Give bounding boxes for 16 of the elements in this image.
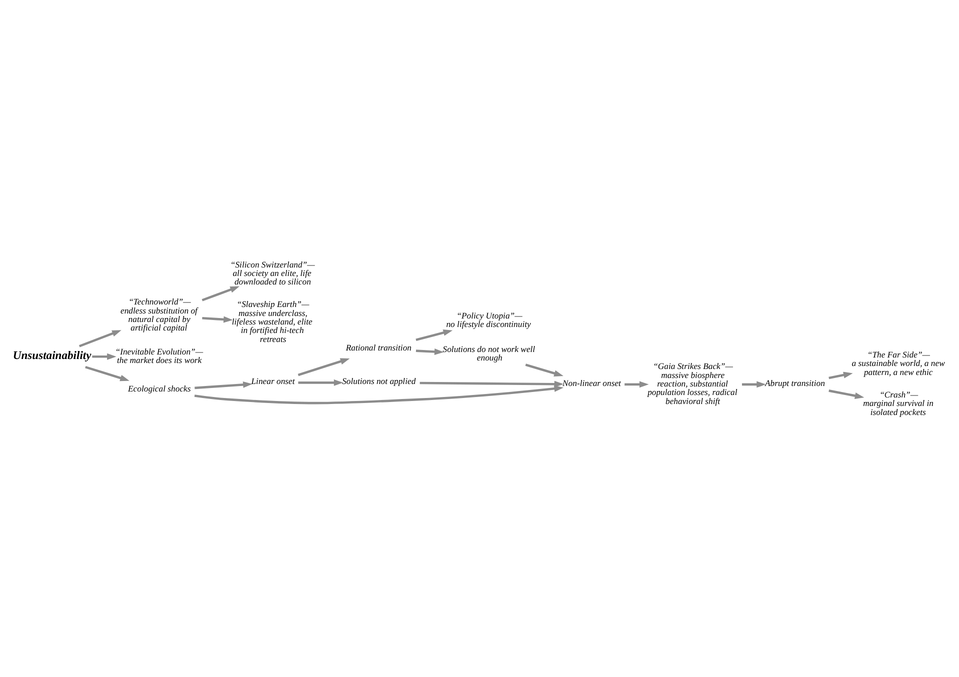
node-text: “Slaveship Earth”— massive underclass, lifeless wasteland, elite in fortified hi-tech retreats xyxy=(232,298,312,344)
node-text: Linear onset xyxy=(251,376,295,386)
node-text: “Silicon Switzerland”— all society an elite, life downloaded to silicon xyxy=(230,258,315,286)
node-text: “Inevitable Evolution”— the market does its work xyxy=(115,346,204,365)
node-text: “The Far Side”— a sustainable world, a new pattern, a new ethic xyxy=(852,349,945,376)
node-text: Rational transition xyxy=(346,342,412,352)
node-text: “Policy Utopia”— no lifestyle discontinuity xyxy=(446,310,531,329)
node-text: “Crash”— marginal survival in isolated pockets xyxy=(863,388,934,416)
node-text: Solutions not applied xyxy=(342,376,416,386)
node-text: Ecological shocks xyxy=(128,383,191,394)
node-text: Non-linear onset xyxy=(562,377,621,388)
node-text: Abrupt transition xyxy=(765,377,825,388)
node-text: Unsustainability xyxy=(12,348,92,362)
node-text: “Technoworld”— endless substitution of natural capital by artificial capital xyxy=(120,296,198,332)
node-text: Solutions do not work well enough xyxy=(442,344,536,362)
node-text: “Gaia Strikes Back”— massive biosphere reaction, substantial population losses, radical behavioral shift xyxy=(648,360,738,406)
